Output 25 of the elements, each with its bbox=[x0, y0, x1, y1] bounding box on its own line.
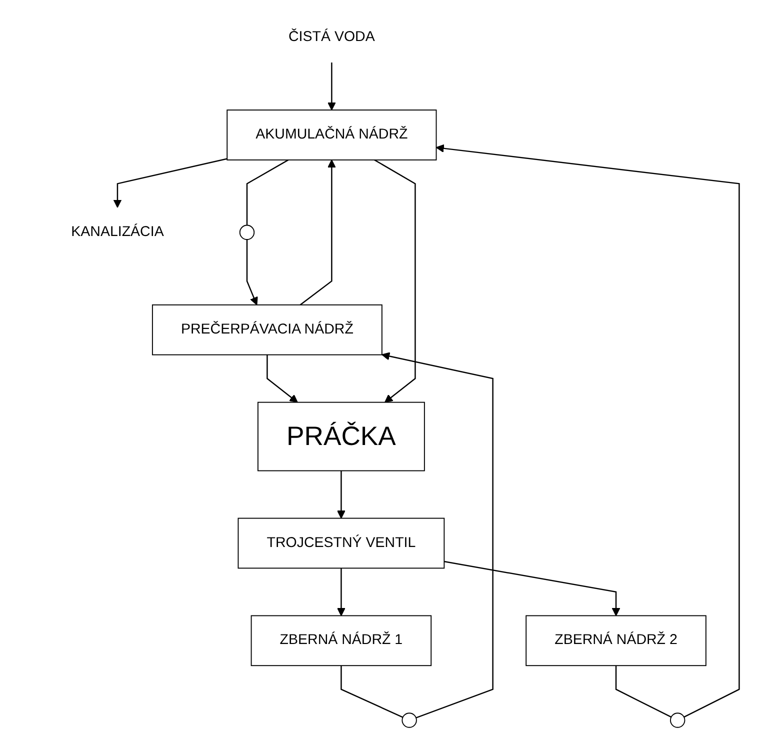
connector bbox=[614, 666, 672, 718]
arrow bbox=[374, 159, 416, 403]
arrow bbox=[381, 352, 494, 718]
arrow bbox=[327, 62, 336, 110]
node-box: TROJCESTNÝ VENTIL bbox=[237, 518, 444, 569]
arrow bbox=[246, 240, 258, 306]
node-circle bbox=[670, 712, 685, 728]
arrow bbox=[299, 160, 336, 306]
node-box: PREČERPÁVACIA NÁDRŽ bbox=[152, 304, 382, 356]
arrow bbox=[336, 470, 345, 519]
node-text: KANALIZÁCIA bbox=[70, 224, 164, 240]
arrow bbox=[435, 144, 740, 718]
node-box: PRÁČKA bbox=[257, 402, 425, 472]
node-text: ČISTÁ VODA bbox=[288, 28, 374, 45]
node-box: AKUMULAČNÁ NÁDRŽ bbox=[226, 110, 436, 160]
node-circle bbox=[238, 224, 254, 240]
node-box: ZBERNÁ NÁDRŽ 1 bbox=[250, 615, 432, 666]
connector bbox=[246, 159, 288, 226]
arrow bbox=[112, 158, 227, 208]
node-circle bbox=[401, 712, 417, 728]
node-box: ZBERNÁ NÁDRŽ 2 bbox=[525, 615, 706, 666]
connector bbox=[340, 666, 403, 718]
arrow bbox=[336, 568, 345, 616]
arrow bbox=[266, 354, 298, 403]
arrow bbox=[444, 560, 620, 616]
